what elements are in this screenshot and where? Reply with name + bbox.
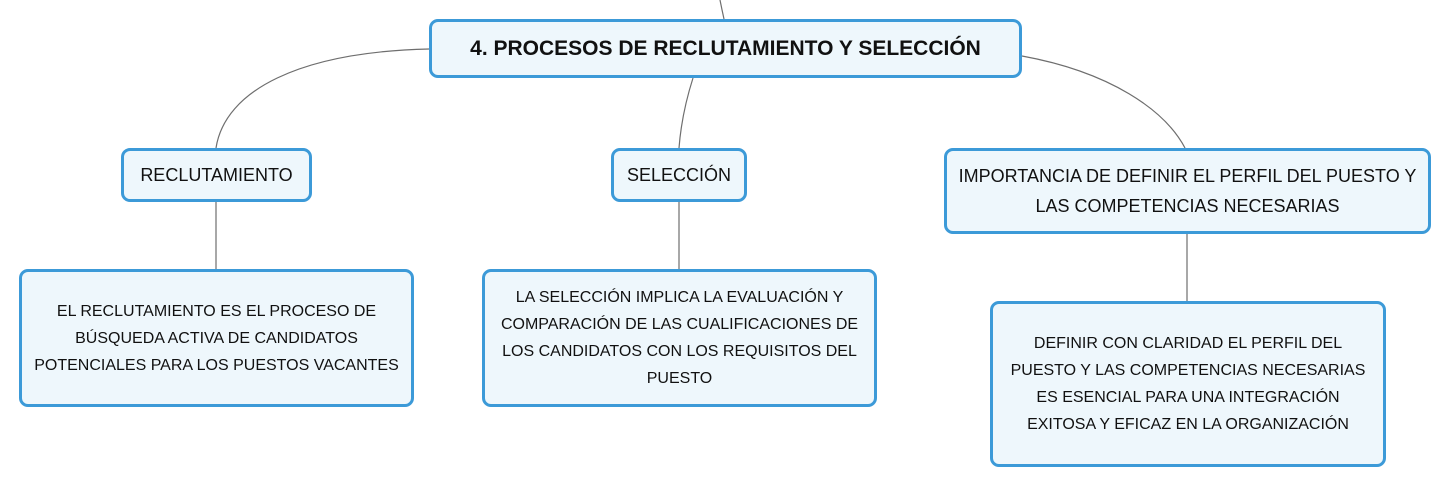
connector-root-to-importancia — [1021, 55, 1186, 149]
topic-node-seleccion[interactable]: SELECCIÓN — [611, 148, 747, 202]
detail-node-seleccion[interactable]: LA SELECCIÓN IMPLICA LA EVALUACIÓN Y COM… — [482, 269, 877, 407]
detail-text-importancia: DEFINIR CON CLARIDAD EL PERFIL DEL PUEST… — [1010, 335, 1366, 433]
topic-node-reclutamiento[interactable]: RECLUTAMIENTO — [121, 148, 312, 202]
connector-root-to-seleccion — [678, 77, 694, 149]
connector-parent-to-root — [719, 0, 725, 20]
detail-text-seleccion: LA SELECCIÓN IMPLICA LA EVALUACIÓN Y COM… — [500, 289, 859, 387]
root-topic-label: 4. PROCESOS DE RECLUTAMIENTO Y SELECCIÓN — [470, 36, 981, 60]
detail-text-reclutamiento: EL RECLUTAMIENTO ES EL PROCESO DE BÚSQUE… — [34, 302, 399, 374]
topic-label-reclutamiento: RECLUTAMIENTO — [140, 165, 293, 185]
detail-node-reclutamiento[interactable]: EL RECLUTAMIENTO ES EL PROCESO DE BÚSQUE… — [19, 269, 414, 407]
topic-label-importancia: IMPORTANCIA DE DEFINIR EL PERFIL DEL PUE… — [958, 166, 1417, 216]
topic-label-seleccion: SELECCIÓN — [626, 165, 732, 185]
detail-node-importancia[interactable]: DEFINIR CON CLARIDAD EL PERFIL DEL PUEST… — [990, 301, 1386, 467]
connector-root-to-reclutamiento — [215, 48, 430, 149]
topic-node-importancia[interactable]: IMPORTANCIA DE DEFINIR EL PERFIL DEL PUE… — [944, 148, 1431, 234]
root-topic-node[interactable]: 4. PROCESOS DE RECLUTAMIENTO Y SELECCIÓN — [429, 19, 1022, 78]
